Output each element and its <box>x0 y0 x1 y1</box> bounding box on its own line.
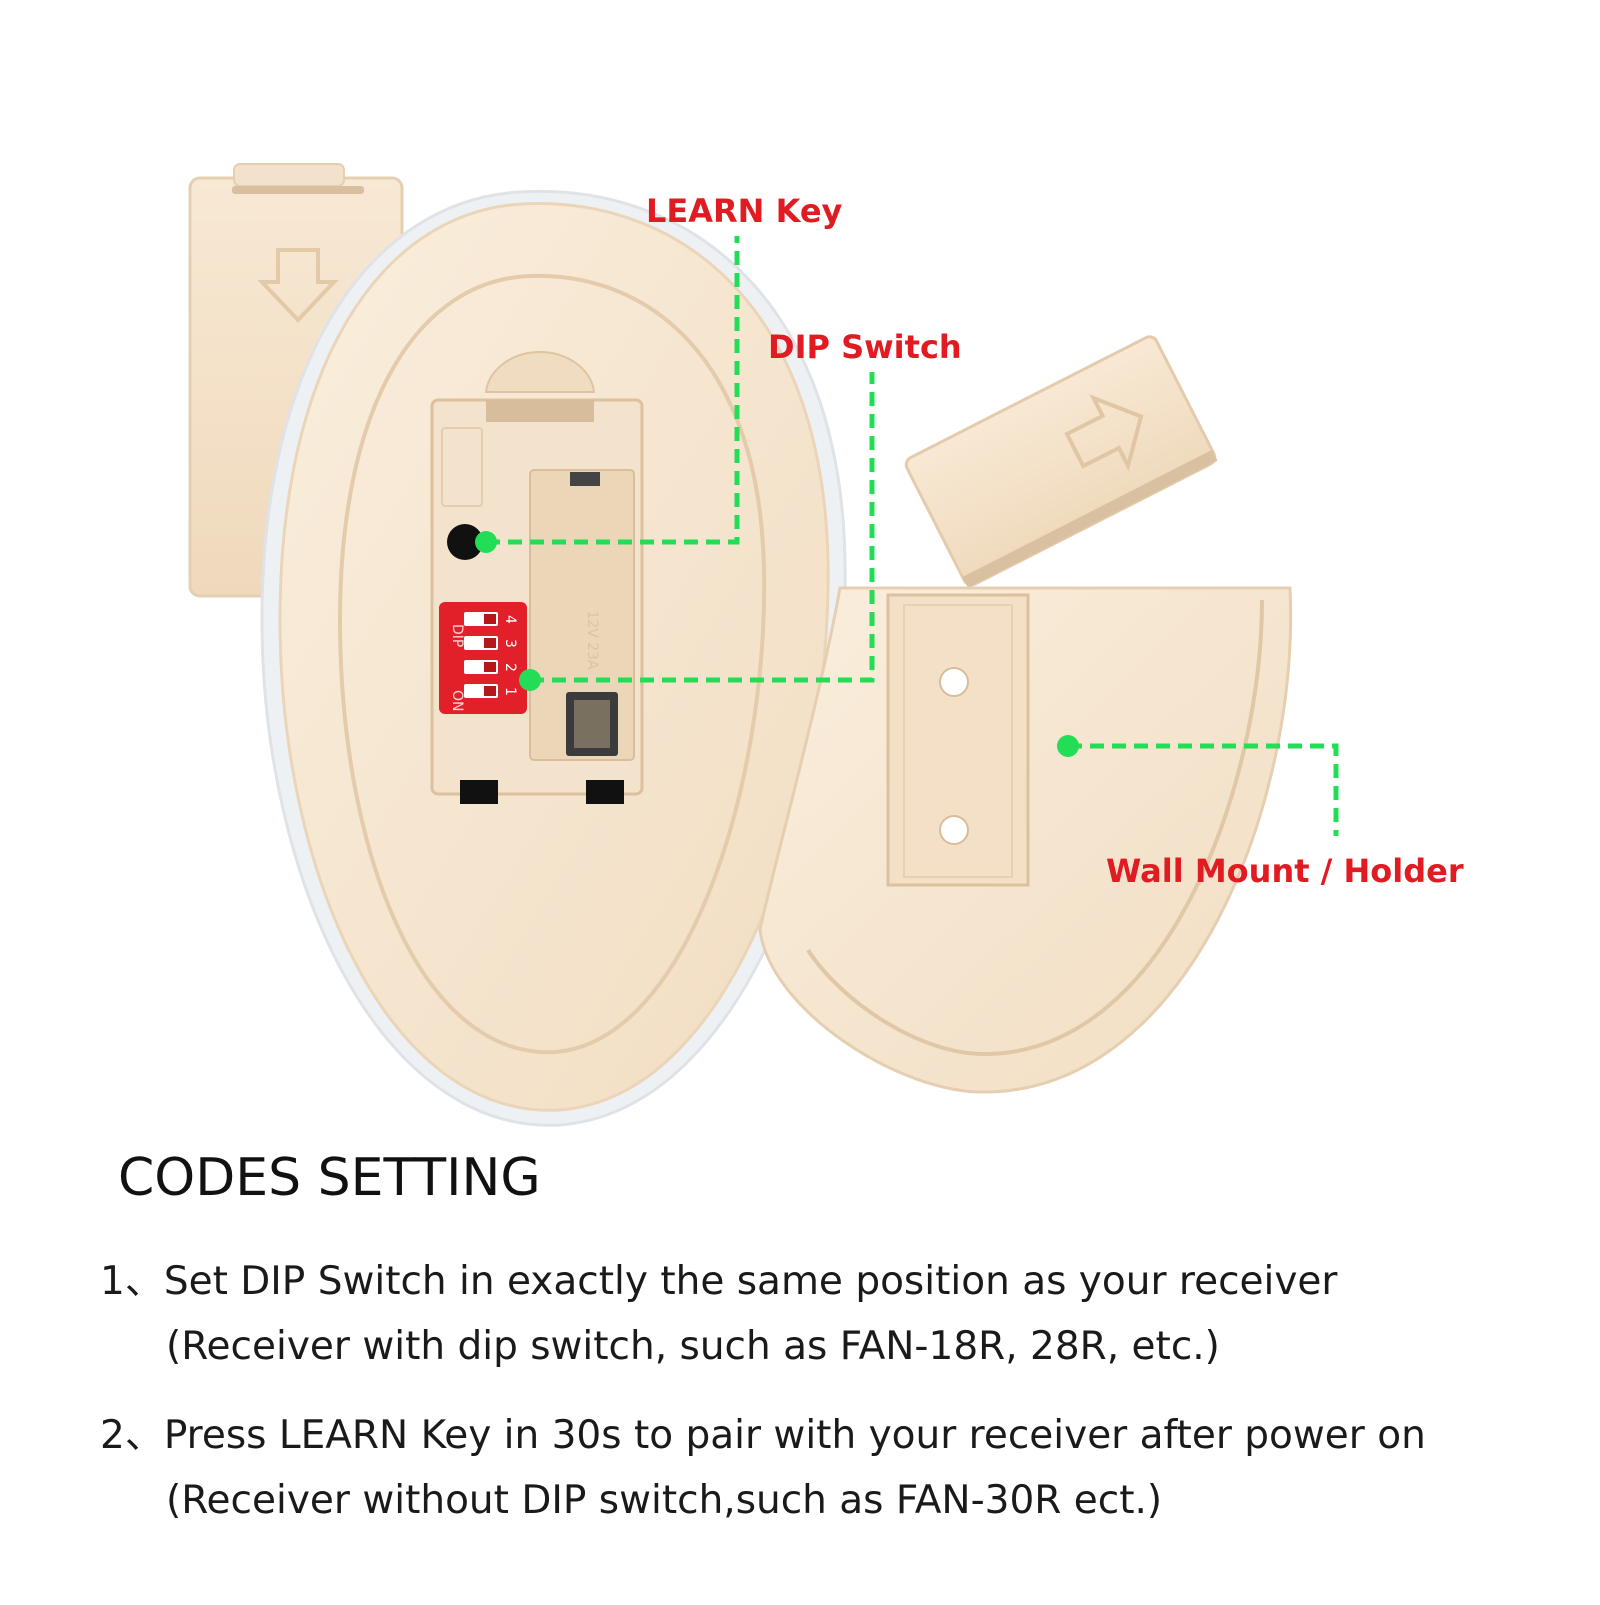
step-2-note: (Receiver without DIP switch,such as FAN… <box>166 1478 1163 1523</box>
dip-number: 4 <box>502 615 518 624</box>
dip-number: 2 <box>502 663 518 672</box>
step-1-text: 1、Set DIP Switch in exactly the same pos… <box>100 1259 1338 1304</box>
step-2-text: 2、Press LEARN Key in 30s to pair with yo… <box>100 1413 1426 1458</box>
learn-key-marker <box>475 531 497 553</box>
leader-wall-mount <box>1068 743 1339 836</box>
learn-key-callout: LEARN Key <box>646 192 843 230</box>
arrow-right-icon <box>1064 394 1144 472</box>
dip-toggle-knob <box>484 662 496 672</box>
leader-learn-key <box>486 236 740 545</box>
dip-number: 1 <box>502 687 518 696</box>
leader-dip-switch <box>530 372 875 683</box>
wall-mount-callout: Wall Mount / Holder <box>1106 852 1464 890</box>
screw-hole <box>939 815 969 845</box>
learn-button-dot <box>447 524 483 560</box>
dip-on-label: ON <box>449 690 465 712</box>
screw-hole <box>939 667 969 697</box>
dip-toggle-knob <box>484 638 496 648</box>
dip-toggle-knob <box>484 614 496 624</box>
right-cover <box>904 335 1218 588</box>
dip-switch-marker <box>519 669 541 691</box>
dip-switch-callout: DIP Switch <box>768 328 962 366</box>
dip-toggle-knob <box>484 686 496 696</box>
dip-number: 3 <box>502 639 518 648</box>
leader-lines <box>486 236 1339 836</box>
wall-mount-marker <box>1057 735 1079 757</box>
dip-switch-block: 1 2 3 4 ON DIP <box>439 602 527 714</box>
wall-mount-holder <box>758 586 1293 1094</box>
step-1-note: (Receiver with dip switch, such as FAN-1… <box>166 1324 1220 1369</box>
remote-body: 12V 23A <box>260 189 847 1127</box>
svg-text:12V 23A: 12V 23A <box>584 610 600 670</box>
dip-label: DIP <box>449 624 465 647</box>
arrow-down-icon <box>257 248 339 323</box>
codes-setting-title: CODES SETTING <box>118 1148 541 1208</box>
